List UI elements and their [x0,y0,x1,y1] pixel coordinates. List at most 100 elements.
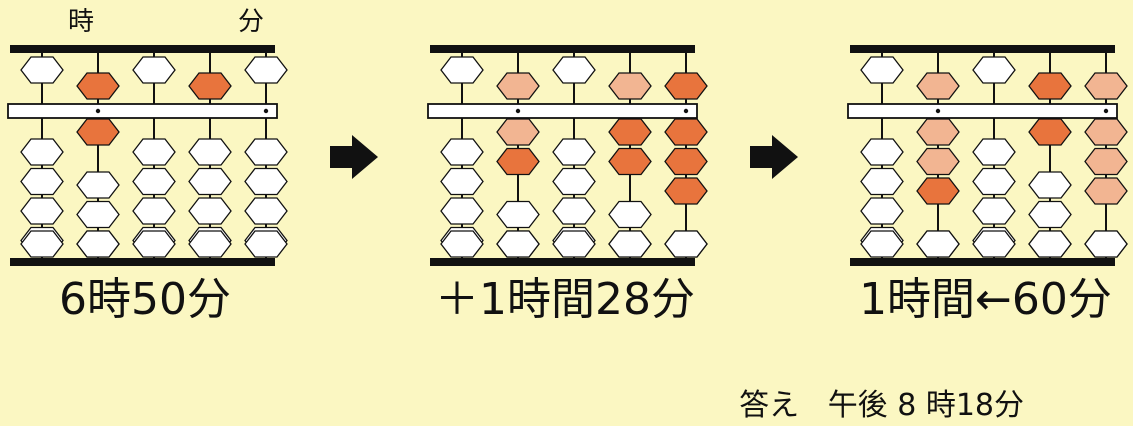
abacus-3-rod-3-earth-bead-base [972,230,1016,258]
abacus-1 [7,45,288,266]
step-arrow-2 [750,135,798,179]
abacus-1-rod-3-earth-bead-2 [132,167,176,196]
abacus-3-caption: 1時間←60分 [859,274,1112,325]
abacus-3-rod-1-earth-bead-3 [860,197,904,225]
abacus-2-caption: ＋1時間28分 [435,274,695,325]
abacus-3-rod-5-earth-bead-3 [1084,177,1128,205]
abacus-2-rod-3-earth-bead-2 [552,167,596,196]
abacus-3-rod-4-earth-bead-2 [1028,171,1072,199]
abacus-1-rod-1-heaven-bead [20,56,64,84]
abacus-2-rod-1-heaven-bead [440,56,484,84]
abacus-3-rod-4-earth-bead-1 [1028,118,1072,146]
abacus-3-rod-2-earth-bead-3 [916,177,960,205]
abacus-3-rod-4-heaven-bead [1028,72,1072,100]
abacus-2-rod-3-earth-bead-base [552,230,596,258]
abacus-3-rod-2-earth-bead-2 [916,147,960,176]
abacus-1-unit-dot-2 [263,108,269,114]
abacus-1-rod-2-earth-bead-2 [76,171,120,199]
abacus-2-bottom-bar [430,258,695,266]
answer-label: 答え [739,388,800,423]
abacus-2-rod-5-earth-bead-base [664,230,708,258]
abacus-2-rod-3-earth-bead-3 [552,197,596,225]
abacus-2-rod-4-earth-bead-base [608,230,652,258]
abacus-1-rod-4-earth-bead-base [188,230,232,258]
abacus-3-rod-2-earth-bead-1 [916,118,960,146]
abacus-2-unit-dot-2 [683,108,689,114]
answer-value: 午後 8 時18分 [827,388,1025,423]
abacus-2-beam [427,103,698,119]
abacus-3-bottom-bar [850,258,1115,266]
abacus-1-rod-5-earth-bead-3 [244,197,288,225]
abacus-1-rod-3-earth-bead-1 [132,138,176,166]
abacus-2-rod-2-earth-bead-1 [496,118,540,146]
minute-column-label: 分 [238,7,265,37]
abacus-3-rod-1-earth-bead-base [860,230,904,258]
abacus-2-rod-2-earth-bead-base [496,230,540,258]
abacus-3-rod-1-earth-bead-1 [860,138,904,166]
abacus-1-rod-1-earth-bead-2 [20,167,64,196]
abacus-3-rod-5-earth-bead-base [1084,230,1128,258]
abacus-3-rod-2-heaven-bead [916,72,960,100]
abacus-1-rod-5-earth-bead-1 [244,138,288,166]
abacus-3-rod-1-heaven-bead [860,56,904,84]
abacus-2-rod-1-earth-bead-1 [440,138,484,166]
abacus-1-unit-dot-1 [95,108,101,114]
abacus-diagram [7,45,1128,266]
abacus-1-rod-5-heaven-bead [244,56,288,84]
abacus-3-top-bar [850,45,1115,53]
step-arrow-1 [330,135,378,179]
abacus-1-rod-5-earth-bead-2 [244,167,288,196]
abacus-3-unit-dot-1 [935,108,941,114]
abacus-2-rod-2-earth-bead-3 [496,200,540,229]
abacus-3 [847,45,1128,266]
abacus-1-top-bar [10,45,275,53]
abacus-2-unit-dot-1 [515,108,521,114]
abacus-1-rod-4-heaven-bead [188,72,232,100]
abacus-2-rod-2-heaven-bead [496,72,540,100]
abacus-1-rod-2-earth-bead-1 [76,118,120,146]
abacus-3-rod-4-earth-bead-base [1028,230,1072,258]
abacus-2-rod-5-earth-bead-3 [664,177,708,205]
abacus-2-rod-5-earth-bead-1 [664,118,708,146]
abacus-3-rod-3-heaven-bead [972,56,1016,84]
abacus-2 [427,45,708,266]
abacus-1-rod-1-earth-bead-base [20,230,64,258]
abacus-2-rod-1-earth-bead-base [440,230,484,258]
abacus-2-rod-5-earth-bead-2 [664,147,708,176]
abacus-1-rod-2-earth-bead-base [76,230,120,258]
abacus-3-beam [847,103,1118,119]
abacus-1-rod-4-earth-bead-3 [188,197,232,225]
abacus-1-beam [7,103,278,119]
abacus-3-rod-3-earth-bead-3 [972,197,1016,225]
abacus-1-rod-3-earth-bead-base [132,230,176,258]
abacus-2-rod-3-earth-bead-1 [552,138,596,166]
abacus-2-rod-5-heaven-bead [664,72,708,100]
abacus-1-rod-1-earth-bead-3 [20,197,64,225]
abacus-2-rod-2-earth-bead-2 [496,147,540,176]
abacus-2-rod-4-earth-bead-2 [608,147,652,176]
abacus-1-rod-1-earth-bead-1 [20,138,64,166]
abacus-3-rod-5-earth-bead-1 [1084,118,1128,146]
abacus-3-rod-1-earth-bead-2 [860,167,904,196]
abacus-1-rod-4-earth-bead-2 [188,167,232,196]
abacus-1-rod-3-heaven-bead [132,56,176,84]
abacus-2-top-bar [430,45,695,53]
abacus-3-rod-3-earth-bead-1 [972,138,1016,166]
abacus-1-rod-5-earth-bead-base [244,230,288,258]
abacus-2-rod-4-heaven-bead [608,72,652,100]
abacus-2-rod-4-earth-bead-3 [608,200,652,229]
abacus-2-rod-3-heaven-bead [552,56,596,84]
abacus-1-bottom-bar [10,258,275,266]
abacus-1-rod-3-earth-bead-3 [132,197,176,225]
abacus-3-unit-dot-2 [1103,108,1109,114]
abacus-1-rod-2-heaven-bead [76,72,120,100]
abacus-2-rod-1-earth-bead-3 [440,197,484,225]
hour-column-label: 時 [68,7,95,37]
abacus-1-caption: 6時50分 [59,274,231,325]
answer-line: 答え 午後 8 時18分 [720,346,1130,423]
abacus-1-rod-4-earth-bead-1 [188,138,232,166]
abacus-1-rod-2-earth-bead-3 [76,200,120,229]
abacus-3-rod-4-earth-bead-3 [1028,200,1072,229]
abacus-2-rod-4-earth-bead-1 [608,118,652,146]
abacus-3-rod-3-earth-bead-2 [972,167,1016,196]
